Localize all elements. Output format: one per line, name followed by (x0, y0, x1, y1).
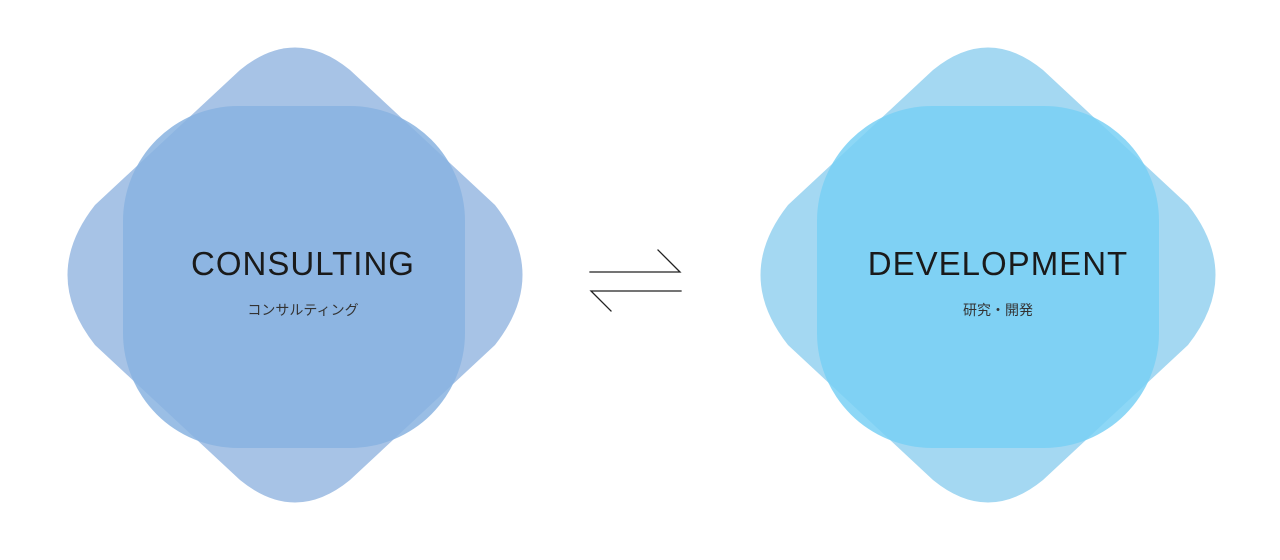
development-node (760, 47, 1216, 503)
consulting-title: CONSULTING (191, 245, 415, 282)
development-label-block: DEVELOPMENT 研究・開発 (798, 244, 1198, 320)
development-title: DEVELOPMENT (867, 245, 1129, 282)
development-subtitle: 研究・開発 (963, 303, 1033, 319)
consulting-subtitle: コンサルティング (247, 303, 359, 319)
consulting-rounded-square-shape (123, 106, 465, 448)
development-rounded-square-shape (817, 106, 1159, 448)
arrow-left-harpoon (589, 290, 682, 312)
consulting-node (67, 47, 523, 503)
bidirectional-arrow-icon (589, 249, 682, 312)
arrow-right-harpoon (589, 249, 682, 273)
consulting-label-block: CONSULTING コンサルティング (103, 244, 503, 320)
